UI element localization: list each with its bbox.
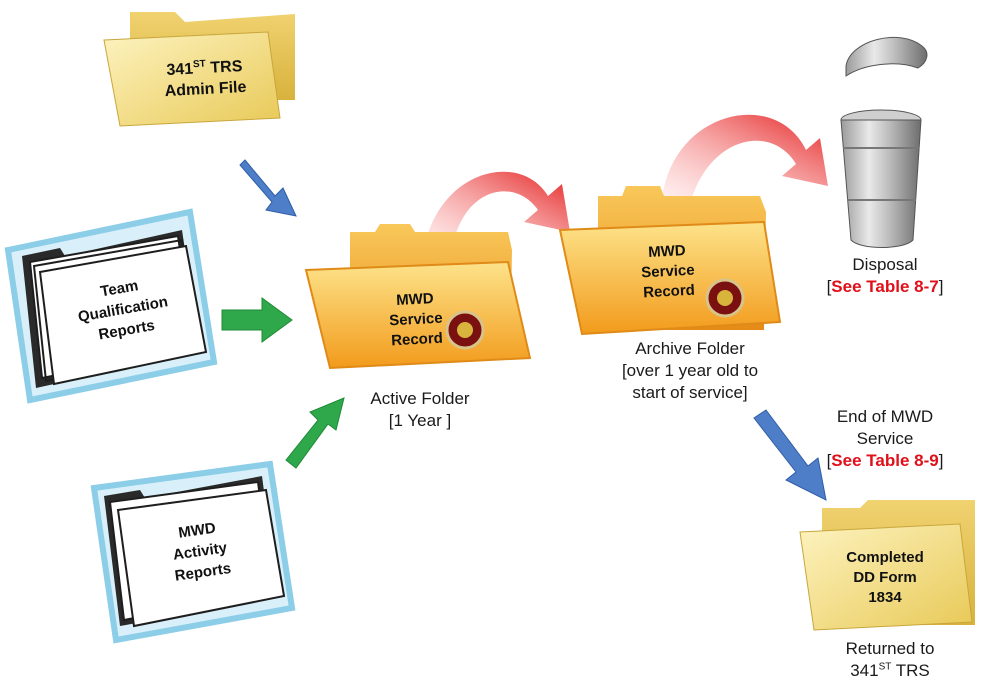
trash-can-icon (840, 36, 928, 248)
see-table-8-7-link: See Table 8-7 (831, 277, 939, 296)
active-folder-label: MWD Service Record (388, 290, 444, 350)
admin-file-folder-icon (103, 12, 295, 127)
arrow-admin-to-active (239, 159, 297, 217)
see-table-8-9-link: See Table 8-9 (831, 451, 939, 470)
archive-folder-icon (558, 186, 782, 336)
arrow-active-to-archive (424, 171, 570, 250)
arrow-team-to-active (221, 297, 293, 343)
archive-folder-label: MWD Service Record (640, 242, 696, 302)
arrow-activity-to-active (285, 397, 345, 469)
end-of-service-caption: End of MWD Service [See Table 8-9] (826, 407, 944, 470)
completed-form-folder-icon (799, 500, 975, 631)
disposal-caption: Disposal [See Table 8-7] (826, 255, 944, 296)
active-folder-icon (304, 224, 532, 370)
completed-form-label: Completed DD Form 1834 (846, 549, 924, 606)
arrow-archive-to-completed (753, 409, 827, 501)
activity-reports-folder-icon (90, 460, 296, 644)
team-reports-folder-icon (4, 208, 218, 404)
active-folder-caption: Active Folder [1 Year ] (370, 389, 470, 430)
returned-caption: Returned to 341ST TRS (845, 639, 935, 680)
archive-folder-caption: Archive Folder [over 1 year old to start… (621, 339, 759, 402)
arrow-archive-to-disposal (662, 114, 828, 198)
admin-file-label: 341ST TRS Admin File (164, 58, 247, 101)
